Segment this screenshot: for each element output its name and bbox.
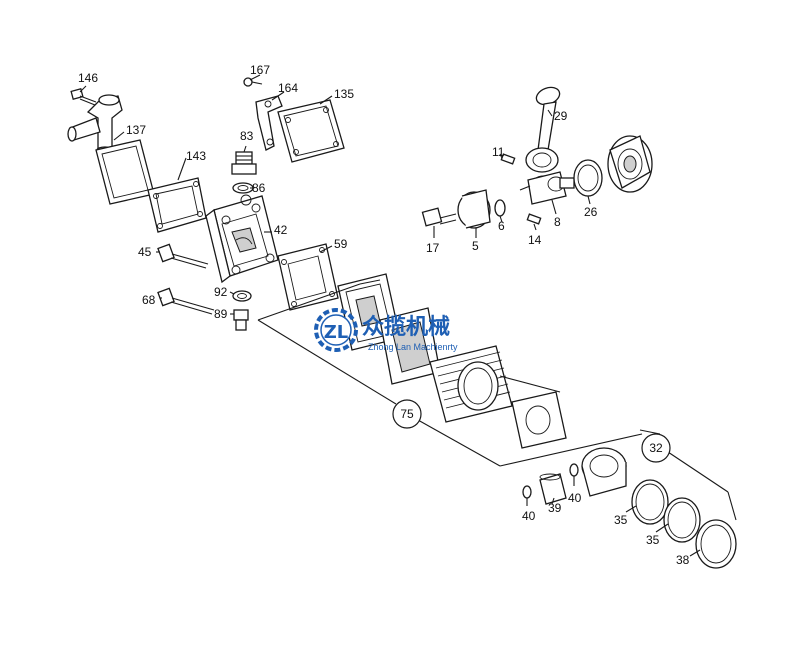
label-89: 89 xyxy=(214,307,228,321)
part-45-bolt xyxy=(157,243,209,269)
label-146: 146 xyxy=(78,71,98,85)
part-164-bracket xyxy=(255,95,283,151)
part-68-bolt xyxy=(157,287,215,315)
callout-circle-32: 32 xyxy=(641,433,671,463)
part-intermediate-gasket xyxy=(379,307,441,385)
part-14-key xyxy=(526,213,542,225)
label-59: 59 xyxy=(334,237,348,251)
part-39-piston-pin xyxy=(539,473,567,505)
label-42: 42 xyxy=(274,223,288,237)
assembly-bracket-32 xyxy=(639,429,737,521)
label-39: 39 xyxy=(548,501,562,515)
label-86: 86 xyxy=(252,181,266,195)
part-40-circlip-right xyxy=(569,463,579,477)
label-45: 45 xyxy=(138,245,152,259)
label-11: 11 xyxy=(492,145,505,159)
part-29-connecting-rod xyxy=(525,86,561,173)
label-35-second: 35 xyxy=(646,533,660,547)
label-135: 135 xyxy=(334,87,354,101)
part-167-screw xyxy=(243,77,263,87)
label-29: 29 xyxy=(554,109,568,123)
part-8-crankshaft xyxy=(519,171,575,205)
callout-75-label: 75 xyxy=(400,407,414,421)
callout-circle-75: 75 xyxy=(392,399,422,429)
watermark-subtitle: Zhong Lan Machienrty xyxy=(368,342,458,352)
label-68: 68 xyxy=(142,293,156,307)
label-40-right: 40 xyxy=(568,491,582,505)
label-167: 167 xyxy=(250,63,270,77)
part-92-ring xyxy=(232,290,252,302)
part-bottom-gasket xyxy=(511,391,567,449)
part-42-cylinder-head xyxy=(205,194,279,284)
watermark-title: 众揽机械 xyxy=(362,315,450,340)
part-35-piston-ring-2 xyxy=(663,497,701,543)
label-26: 26 xyxy=(584,205,598,219)
label-6: 6 xyxy=(498,219,505,233)
part-number-labels: 146 167 164 135 137 83 143 86 42 45 59 9… xyxy=(78,63,690,567)
part-83-fitting xyxy=(231,151,257,175)
part-cylinder-block xyxy=(429,345,513,423)
watermark: ZL 众揽机械 Zhong Lan Machienrty xyxy=(314,308,458,352)
callout-32-label: 32 xyxy=(649,441,663,455)
part-5-gear xyxy=(457,189,491,229)
label-5: 5 xyxy=(472,239,479,253)
part-40-circlip-left xyxy=(522,485,532,499)
part-59-gasket xyxy=(277,243,339,311)
part-17-bolt xyxy=(421,207,457,227)
label-35-first: 35 xyxy=(614,513,628,527)
part-26-bearing xyxy=(573,159,603,197)
label-137: 137 xyxy=(126,123,146,137)
label-164: 164 xyxy=(278,81,298,95)
part-89-plug xyxy=(233,309,249,331)
leader-lines xyxy=(79,74,701,557)
label-17: 17 xyxy=(426,241,440,255)
part-35-piston-ring-1 xyxy=(631,479,669,525)
part-6-ring xyxy=(494,199,506,217)
label-143: 143 xyxy=(186,149,206,163)
assembly-bracket-75 xyxy=(257,279,643,467)
watermark-gear-logo: ZL xyxy=(314,308,358,352)
label-14: 14 xyxy=(528,233,542,247)
part-135-cover-plate xyxy=(277,99,345,163)
part-38-piston-ring-3 xyxy=(695,519,737,569)
part-146-bolt xyxy=(70,88,97,106)
part-137-elbow-fitting xyxy=(67,94,123,154)
watermark-logo-text: ZL xyxy=(324,322,349,343)
label-38: 38 xyxy=(676,553,690,567)
label-83: 83 xyxy=(240,129,254,143)
part-bearing-housing xyxy=(607,135,653,193)
label-40-left: 40 xyxy=(522,509,536,523)
part-piston xyxy=(581,447,627,497)
part-11-pin xyxy=(500,153,516,165)
label-8: 8 xyxy=(554,215,561,229)
part-143-gasket xyxy=(147,177,207,233)
label-92: 92 xyxy=(214,285,228,299)
part-137-gasket xyxy=(95,139,155,205)
